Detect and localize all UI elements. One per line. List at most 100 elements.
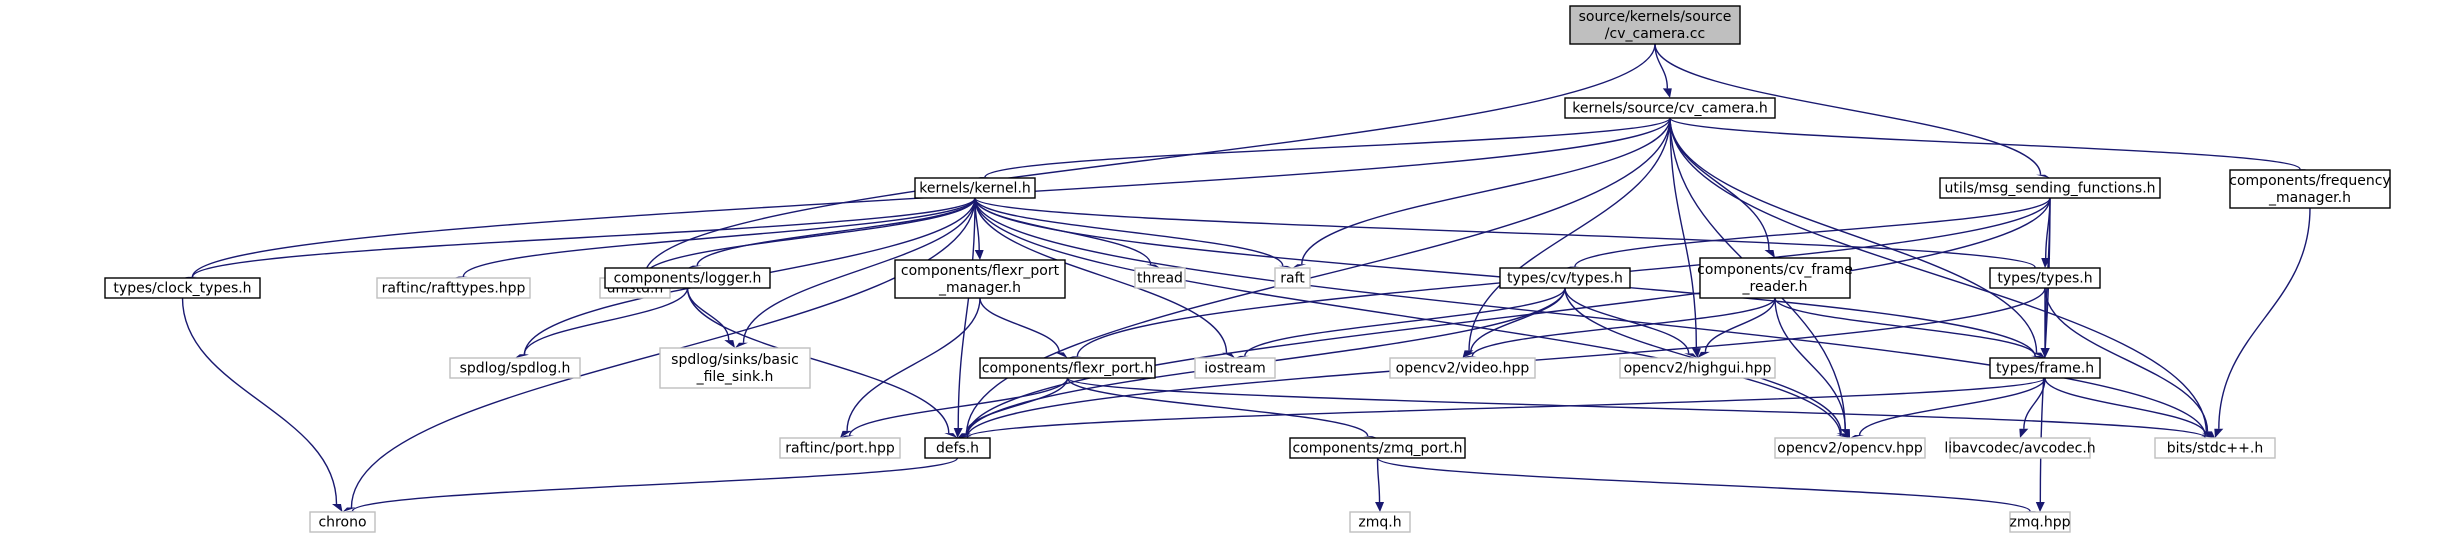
edge-msg-sending-to-defs-h xyxy=(966,197,2051,436)
edge-logger-to-basic-file-sink xyxy=(686,287,730,341)
edge-cv-camera-cc-to-msg-sending xyxy=(1654,43,2042,175)
arrowhead-highgui-hpp xyxy=(1691,348,1701,358)
arrowhead-cv-frame-reader xyxy=(1764,250,1775,258)
node-label-zmq-port: components/zmq_port.h xyxy=(1292,440,1462,456)
edge-kernel-h-to-bits-stdcpp xyxy=(974,197,2206,437)
node-flexr-port[interactable]: components/flexr_port.h xyxy=(979,357,1156,379)
node-label-defs-h: defs.h xyxy=(936,440,979,456)
node-label-chrono: chrono xyxy=(318,514,366,530)
node-defs-h[interactable]: defs.h xyxy=(924,437,991,459)
node-zmq-hpp: zmq.hpp xyxy=(2009,511,2071,533)
node-label-highgui-hpp: opencv2/highgui.hpp xyxy=(1624,360,1772,376)
node-label-zmq-hpp: zmq.hpp xyxy=(2010,514,2071,530)
node-box-cv-types xyxy=(1499,267,1631,289)
node-iostream: iostream xyxy=(1194,357,1276,379)
node-box-raftinc-port xyxy=(779,437,901,459)
node-label-cv-camera-cc: source/kernels/source xyxy=(1579,9,1732,25)
node-box-zmq-h xyxy=(1349,511,1411,533)
edge-zmq-port-to-zmq-h xyxy=(1376,457,1381,503)
edge-cv-camera-h-to-bits-stdcpp xyxy=(1669,117,2208,433)
arrowhead-spdlog xyxy=(515,354,529,358)
edge-kernel-h-to-clock-types xyxy=(191,197,976,278)
node-avcodec: libavcodec/avcodec.h xyxy=(1944,437,2096,459)
edge-kernel-h-to-raft xyxy=(974,197,1284,267)
edge-kernel-h-to-rafttypes xyxy=(462,197,976,277)
node-basic-file-sink: spdlog/sinks/basic_file_sink.h xyxy=(659,347,811,389)
arrowhead-basic-file-sink xyxy=(724,340,735,348)
node-kernel-h[interactable]: kernels/kernel.h xyxy=(914,177,1036,199)
arrowhead-opencv-hpp xyxy=(1850,435,1865,438)
arrowhead-zmq-port xyxy=(1363,436,1378,438)
node-freq-mgr[interactable]: components/frequency_manager.h xyxy=(2229,169,2391,209)
arrowhead-frame-h xyxy=(2030,356,2045,358)
node-box-video-hpp xyxy=(1389,357,1536,379)
arrowhead-cv-types xyxy=(1565,266,1580,268)
node-zmq-port[interactable]: components/zmq_port.h xyxy=(1289,437,1466,459)
node-box-opencv-hpp xyxy=(1774,437,1926,459)
edge-flexr-port-to-bits-stdcpp xyxy=(1066,377,2206,439)
node-box-defs-h xyxy=(924,437,991,459)
edge-frame-h-to-opencv-hpp xyxy=(1858,377,2046,436)
node-box-cv-camera-cc xyxy=(1569,5,1741,45)
node-spdlog: spdlog/spdlog.h xyxy=(449,357,581,379)
edge-logger-to-spdlog xyxy=(523,287,689,355)
edge-cv-types-to-highgui-hpp xyxy=(1564,287,1690,354)
edge-cv-camera-h-to-freq-mgr xyxy=(1669,117,2301,170)
node-box-spdlog xyxy=(449,357,581,379)
node-box-msg-sending xyxy=(1939,177,2161,199)
node-cv-types[interactable]: types/cv/types.h xyxy=(1499,267,1631,289)
node-cv-camera-cc[interactable]: source/kernels/source/cv_camera.cc xyxy=(1569,5,1741,45)
node-label-spdlog: spdlog/spdlog.h xyxy=(460,360,571,376)
node-label-cv-frame-reader: _reader.h xyxy=(1742,279,1808,295)
arrowhead-flexr-port xyxy=(1067,356,1082,358)
node-box-zmq-hpp xyxy=(2009,511,2071,533)
arrowhead-defs-h xyxy=(953,428,963,438)
arrowhead-video-hpp xyxy=(1462,356,1477,358)
node-raftinc-port: raftinc/port.hpp xyxy=(779,437,901,459)
node-label-raftinc-port: raftinc/port.hpp xyxy=(785,440,895,456)
node-label-rafttypes: raftinc/rafttypes.hpp xyxy=(382,280,526,296)
edge-cv-frame-reader-to-highgui-hpp xyxy=(1704,297,1776,352)
edge-kernel-h-to-opencv-hpp xyxy=(974,197,1842,436)
edge-msg-sending-to-cv-types xyxy=(1574,197,2051,267)
node-box-zmq-port xyxy=(1289,437,1466,459)
arrowhead-msg-sending xyxy=(2036,174,2050,178)
edge-cv-camera-cc-to-unistd xyxy=(644,43,1656,276)
edge-defs-h-to-chrono xyxy=(351,457,959,512)
edge-kernel-h-to-defs-h xyxy=(957,197,976,429)
node-label-clock-types: types/clock_types.h xyxy=(113,280,251,296)
node-label-opencv-hpp: opencv2/opencv.hpp xyxy=(1777,440,1923,456)
arrowhead-highgui-hpp xyxy=(1684,353,1698,358)
node-box-flexr-port xyxy=(979,357,1156,379)
node-label-kernel-h: kernels/kernel.h xyxy=(919,180,1031,196)
node-box-types-h xyxy=(1989,267,2101,289)
node-label-cv-types: types/cv/types.h xyxy=(1507,270,1623,286)
node-label-cv-camera-cc: /cv_camera.cc xyxy=(1605,26,1705,42)
node-frame-h[interactable]: types/frame.h xyxy=(1989,357,2101,379)
node-cv-camera-h[interactable]: kernels/source/cv_camera.h xyxy=(1564,97,1776,119)
node-types-h[interactable]: types/types.h xyxy=(1989,267,2101,289)
node-msg-sending[interactable]: utils/msg_sending_functions.h xyxy=(1939,177,2161,199)
edge-cv-frame-reader-to-opencv-hpp xyxy=(1774,297,1846,430)
arrowhead-zmq-hpp xyxy=(2035,502,2045,512)
node-cv-frame-reader[interactable]: components/cv_frame_reader.h xyxy=(1697,257,1853,299)
node-label-raft: raft xyxy=(1280,270,1305,286)
node-zmq-h: zmq.h xyxy=(1349,511,1411,533)
edge-zmq-port-to-zmq-hpp xyxy=(1376,457,2031,512)
arrowhead-defs-h xyxy=(957,433,971,438)
node-box-rafttypes xyxy=(376,277,531,299)
node-label-freq-mgr: components/frequency xyxy=(2229,173,2390,189)
arrowhead-spdlog xyxy=(515,354,529,358)
edge-cv-frame-reader-to-video-hpp xyxy=(1471,297,1776,357)
node-box-raft xyxy=(1274,267,1311,289)
node-box-highgui-hpp xyxy=(1619,357,1776,379)
edge-cv-camera-h-to-raft xyxy=(1301,117,1671,265)
node-flexr-port-mgr[interactable]: components/flexr_port_manager.h xyxy=(894,259,1066,299)
node-logger[interactable]: components/logger.h xyxy=(604,267,771,289)
arrowhead-raft xyxy=(1292,264,1307,268)
node-label-flexr-port-mgr: _manager.h xyxy=(938,280,1021,296)
node-label-thread: thread xyxy=(1137,270,1183,286)
edge-kernel-h-to-iostream xyxy=(974,197,1228,353)
node-clock-types[interactable]: types/clock_types.h xyxy=(104,277,261,299)
